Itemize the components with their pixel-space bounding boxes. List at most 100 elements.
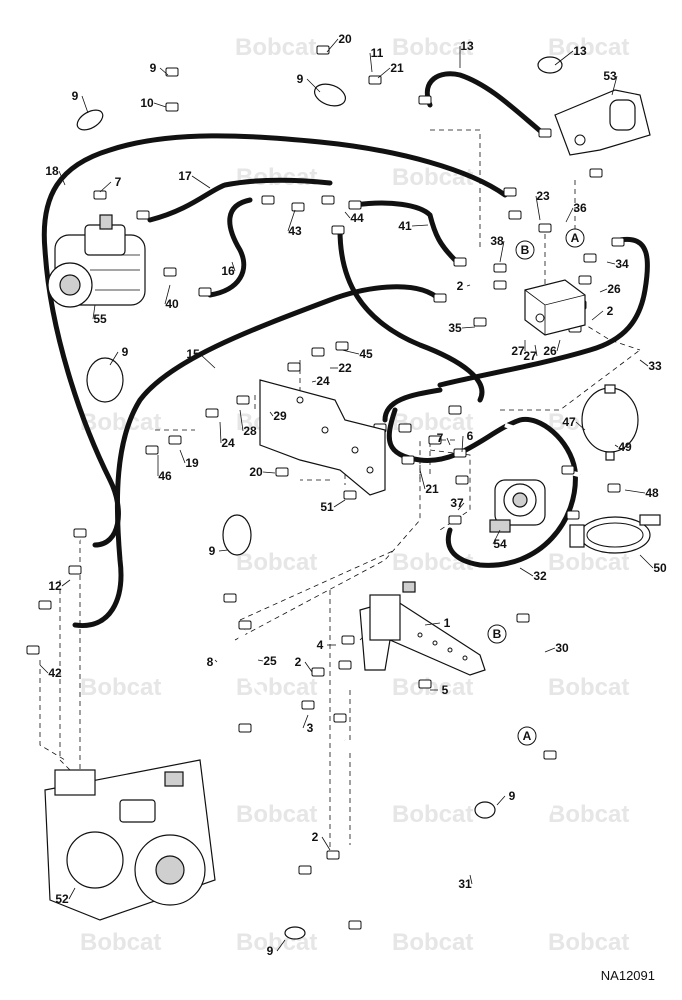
callout-leader bbox=[446, 437, 451, 446]
fitting-nut bbox=[223, 593, 237, 603]
motor-54 bbox=[489, 479, 546, 533]
callout-leader bbox=[269, 411, 274, 417]
port-label-a-lower: A bbox=[523, 729, 532, 743]
fitting-nut bbox=[453, 448, 467, 458]
callout-number: 9 bbox=[267, 944, 274, 958]
callout-number: 45 bbox=[359, 347, 373, 361]
callout-leader bbox=[109, 351, 119, 366]
hydraulic-pump-55 bbox=[47, 214, 146, 308]
fitting-nut bbox=[168, 435, 182, 445]
callout-number: 26 bbox=[543, 344, 557, 358]
callout-leader bbox=[535, 195, 541, 221]
callout-leader bbox=[262, 471, 276, 474]
callout-number: 5 bbox=[442, 683, 449, 697]
callout-number: 9 bbox=[122, 345, 129, 359]
callout-leader bbox=[556, 339, 561, 352]
callout-leader bbox=[419, 469, 426, 490]
callout-leader bbox=[257, 659, 264, 662]
callout-number: 55 bbox=[93, 312, 107, 326]
callout-number: 1 bbox=[444, 616, 451, 630]
callout-number: 38 bbox=[490, 234, 504, 248]
bracket-53 bbox=[554, 89, 651, 156]
hose-center bbox=[337, 227, 485, 403]
callout-leader bbox=[611, 75, 618, 96]
callout-number: 15 bbox=[186, 347, 200, 361]
callout-leader bbox=[499, 240, 505, 263]
fitting-nut bbox=[611, 237, 625, 247]
callout-number: 42 bbox=[48, 666, 62, 680]
callout-number: 37 bbox=[450, 496, 464, 510]
fitting-nut bbox=[348, 920, 362, 930]
callout-number: 4 bbox=[317, 638, 324, 652]
watermark-text: Bobcat bbox=[548, 801, 629, 828]
callout-number: 7 bbox=[437, 431, 444, 445]
callout-number: 29 bbox=[273, 409, 287, 423]
callout-number: 40 bbox=[165, 297, 179, 311]
callout-number: 44 bbox=[350, 211, 364, 225]
watermark-text: Bobcat bbox=[548, 674, 629, 701]
callout-leader bbox=[457, 502, 465, 511]
callout-number: 41 bbox=[398, 219, 412, 233]
callout-leader bbox=[231, 261, 236, 272]
fitting-nut bbox=[238, 723, 252, 733]
tube-8 bbox=[207, 597, 246, 733]
watermark-text: Bobcat bbox=[392, 549, 473, 576]
callout-leader bbox=[39, 664, 49, 674]
callout-leader bbox=[153, 102, 167, 108]
callout-number: 22 bbox=[338, 361, 352, 375]
fitting-nut bbox=[448, 515, 462, 525]
callout-leader bbox=[624, 489, 646, 494]
fitting-nut bbox=[455, 475, 469, 485]
fitting-nut bbox=[287, 362, 301, 372]
watermark-text: Bobcat bbox=[80, 409, 161, 436]
callout-number: 35 bbox=[448, 321, 462, 335]
fitting-nut bbox=[561, 465, 575, 475]
port-label-a-upper: A bbox=[571, 231, 580, 245]
callout-number: 13 bbox=[573, 44, 587, 58]
fitting-nut bbox=[418, 95, 432, 105]
tube-25 bbox=[237, 628, 301, 708]
watermark-text: Bobcat bbox=[236, 801, 317, 828]
callout-leader bbox=[214, 659, 218, 663]
fitting-nut bbox=[348, 200, 362, 210]
tube-12 bbox=[72, 533, 83, 570]
callout-leader bbox=[565, 207, 574, 223]
fitting-nut bbox=[543, 750, 557, 760]
fitting-nut bbox=[331, 225, 345, 235]
valve-block-27 bbox=[524, 279, 586, 336]
callout-number: 9 bbox=[509, 789, 516, 803]
fitting-nut bbox=[583, 253, 597, 263]
hose-41 bbox=[352, 200, 458, 263]
callout-number: 19 bbox=[185, 456, 199, 470]
callout-leader bbox=[344, 211, 351, 219]
callout-leader bbox=[68, 887, 76, 900]
callout-leader bbox=[492, 529, 501, 545]
callout-leader bbox=[377, 67, 391, 79]
watermark-text: Bobcat bbox=[392, 801, 473, 828]
fitting-nut bbox=[473, 317, 487, 327]
callout-leader bbox=[554, 50, 574, 66]
callout-leader bbox=[276, 939, 286, 952]
callout-leader-lines bbox=[39, 38, 654, 952]
fitting-nut bbox=[298, 865, 312, 875]
watermark-text: Bobcat bbox=[392, 674, 473, 701]
watermark-text: Bobcat bbox=[236, 549, 317, 576]
callout-number: 24 bbox=[316, 374, 330, 388]
fitting-nut bbox=[508, 210, 522, 220]
fitting-nut bbox=[198, 287, 212, 297]
callout-number: 33 bbox=[648, 359, 662, 373]
callout-number: 25 bbox=[263, 654, 277, 668]
fitting-nut bbox=[493, 280, 507, 290]
fitting-nut bbox=[578, 275, 592, 285]
callout-leader bbox=[469, 874, 473, 885]
callout-number: 20 bbox=[249, 465, 263, 479]
fitting-nut bbox=[73, 528, 87, 538]
callout-number: 2 bbox=[457, 279, 464, 293]
fitting-nut bbox=[145, 445, 159, 455]
callout-leader bbox=[599, 288, 608, 293]
callout-number: 2 bbox=[607, 304, 614, 318]
fitting-nut bbox=[338, 660, 352, 670]
callout-leader bbox=[461, 435, 464, 453]
